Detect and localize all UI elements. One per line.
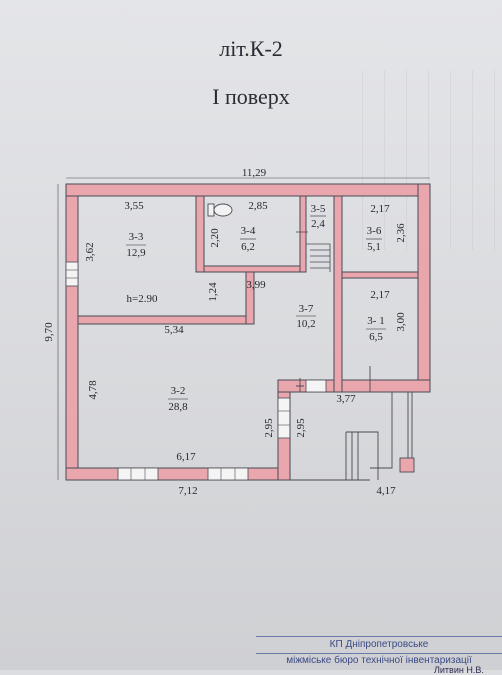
marker-square [399, 457, 415, 473]
wall-north [65, 183, 431, 197]
wall-3-6-left [333, 195, 343, 393]
wall-south [65, 467, 291, 481]
bti-stamp: КП Дніпропетровське міжміське бюро техні… [256, 636, 502, 675]
porch-steps [289, 366, 413, 481]
room-3-2-id: 3-2 [171, 385, 186, 397]
dim-3-4-height: 2,20 [209, 228, 221, 248]
room-3-6-id: 3-6 [367, 225, 382, 237]
room-3-1-area: 6,5 [369, 331, 383, 343]
stamp-org-line2: міжміське бюро технічної інвентаризації [256, 653, 502, 666]
wall-3-5-left [299, 195, 307, 273]
dim-corridor-side: 1,24 [207, 282, 219, 302]
wall-3-3-bottom [77, 315, 253, 325]
wall-east [417, 183, 431, 393]
room-3-5-id: 3-5 [311, 203, 326, 215]
wall-3-6-bottom [341, 271, 419, 279]
dim-total-width: 11,29 [242, 167, 267, 179]
dim-porch-width: 3,77 [336, 393, 356, 405]
dim-3-6-width: 2,17 [370, 203, 390, 215]
room-3-5-area: 2,4 [311, 218, 325, 230]
dim-step-a: 2,95 [263, 418, 275, 438]
room-3-3-id: 3-3 [129, 231, 144, 243]
room-3-4-id: 3-4 [241, 225, 256, 237]
window-step [277, 397, 291, 439]
dim-3-3-height: 3,62 [84, 242, 96, 261]
building-letter-label: літ.К-2 [219, 36, 283, 61]
wall-corridor [245, 271, 255, 325]
dim-3-2-bottom: 6,17 [176, 451, 196, 463]
stamp-signature: Литвин Н.В. [434, 665, 484, 675]
room-3-3-area: 12,9 [126, 247, 146, 259]
dim-step-b: 2,95 [295, 418, 307, 438]
wall-west [65, 183, 79, 481]
door-porch [305, 379, 327, 393]
floor-label: I поверх [212, 84, 290, 109]
dim-3-2-top: 5,34 [164, 324, 184, 336]
stamp-org-line1: КП Дніпропетровське [329, 639, 429, 650]
dim-3-3-width: 3,55 [124, 200, 144, 212]
dim-3-2-left: 4,78 [87, 380, 99, 400]
dim-3-1-height: 3,00 [395, 312, 407, 332]
wall-3-4-left [195, 195, 205, 273]
window-west [65, 261, 79, 287]
faint-table-lines [362, 70, 502, 250]
toilet-icon [207, 203, 233, 217]
wall-3-4-bottom [203, 265, 305, 273]
room-3-7-area: 10,2 [296, 318, 315, 330]
room-3-6-area: 5,1 [367, 241, 381, 253]
dim-3-6-height: 2,36 [395, 223, 407, 243]
room-3-2-area: 28,8 [168, 401, 188, 413]
dim-corridor-top: 3,99 [246, 279, 266, 291]
stairs-icon [296, 231, 331, 272]
dim-bottom-right: 4,17 [376, 485, 396, 497]
dim-3-4-width: 2,85 [248, 200, 268, 212]
window-south-2 [207, 467, 249, 481]
room-3-4-area: 6,2 [241, 241, 255, 253]
window-south-1 [117, 467, 159, 481]
room-3-7-id: 3-7 [299, 303, 314, 315]
dim-bottom-left: 7,12 [178, 485, 197, 497]
dim-total-height: 9,70 [43, 322, 55, 342]
dim-3-1-width: 2,17 [370, 289, 390, 301]
room-3-1-id: 3- 1 [367, 315, 384, 327]
ceiling-height: h=2.90 [127, 293, 158, 305]
